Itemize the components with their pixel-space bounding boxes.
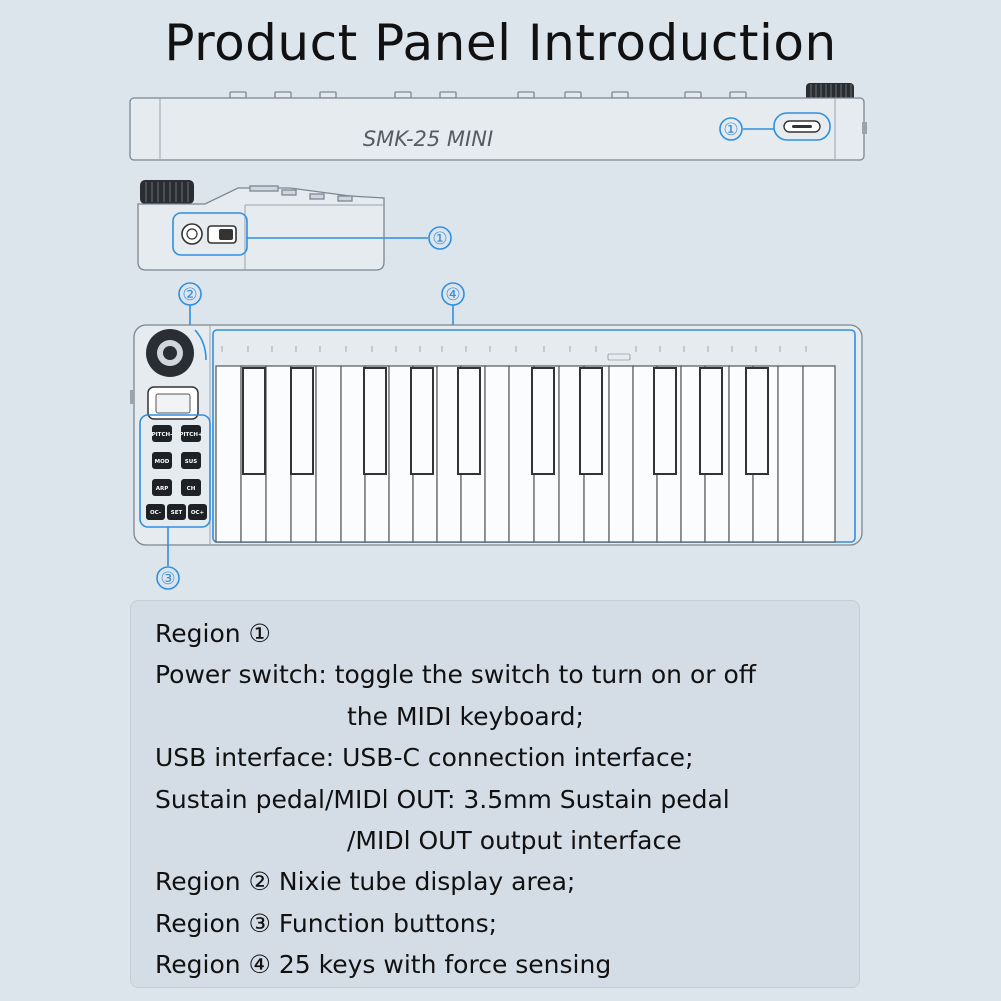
desc-region1-heading: Region ① xyxy=(155,619,271,648)
svg-text:MOD: MOD xyxy=(155,459,170,465)
black-key xyxy=(363,367,387,475)
octave-down-button xyxy=(146,504,165,520)
white-key xyxy=(802,365,836,543)
mod-button xyxy=(152,452,172,469)
set-button xyxy=(167,504,186,520)
desc-sustain-pedal-cont: /MIDl OUT output interface xyxy=(347,826,682,856)
desc-region4: Region ④ 25 keys with force sensing xyxy=(155,950,612,980)
chord-button xyxy=(181,479,201,496)
black-key xyxy=(457,367,481,475)
desc-power-switch-cont: the MIDI keyboard; xyxy=(347,701,584,731)
svg-text:OC-: OC- xyxy=(150,510,161,516)
black-key xyxy=(242,367,266,475)
product-diagram: SMK-25 MINI ① ① xyxy=(129,83,867,590)
pitch-down-button xyxy=(152,425,172,442)
white-key xyxy=(777,365,804,543)
desc-region2: Region ② Nixie tube display area; xyxy=(155,867,576,897)
black-key xyxy=(699,367,723,475)
svg-text:②: ② xyxy=(182,285,197,305)
white-key xyxy=(484,365,510,543)
callout-1-side xyxy=(428,226,452,250)
white-key xyxy=(265,365,292,543)
pitch-up-button xyxy=(181,425,201,442)
knob-side-view xyxy=(140,180,194,204)
white-key xyxy=(508,365,535,543)
sus-button xyxy=(181,452,201,469)
function-buttons: PITCH- PITCH+ MOD SUS ARP CH OC- SET OC+ xyxy=(146,425,207,520)
keyboard-body-side xyxy=(137,187,385,271)
black-key xyxy=(290,367,314,475)
svg-text:OC+: OC+ xyxy=(191,510,205,516)
callout-3 xyxy=(156,566,180,590)
top-edge-buttons xyxy=(229,91,747,99)
desc-sustain-pedal: Sustain pedal/MIDl OUT: 3.5mm Sustain pe… xyxy=(155,784,730,814)
arp-button xyxy=(152,479,172,496)
callout-1-top xyxy=(719,117,743,141)
white-key xyxy=(315,365,342,543)
desc-usb-interface: USB interface: USB-C connection interfac… xyxy=(155,743,694,773)
port-group-highlight xyxy=(172,212,248,256)
front-panel-view: ② ④ PITCH- PITCH+ MOD SUS ARP xyxy=(130,282,863,590)
white-key xyxy=(215,365,242,543)
svg-text:③: ③ xyxy=(160,569,175,589)
model-label: SMK-25 MINI xyxy=(363,127,493,151)
description-panel: Region ① Power switch: toggle the switch… xyxy=(130,600,860,988)
desc-power-switch: Power switch: toggle the switch to turn … xyxy=(155,660,757,690)
white-key xyxy=(388,365,414,543)
svg-text:PITCH-: PITCH- xyxy=(152,432,173,438)
key-function-marks xyxy=(221,346,807,352)
black-key xyxy=(653,367,677,475)
svg-text:①: ① xyxy=(432,229,447,249)
function-button-region-highlight xyxy=(139,414,211,528)
svg-text:④: ④ xyxy=(445,285,460,305)
svg-text:PITCH+: PITCH+ xyxy=(179,432,202,438)
svg-text:CH: CH xyxy=(187,486,196,492)
svg-text:SET: SET xyxy=(171,510,183,516)
top-side-view: SMK-25 MINI ① xyxy=(129,83,867,161)
page-title: Product Panel Introduction xyxy=(164,14,837,72)
black-key xyxy=(410,367,434,475)
svg-text:SUS: SUS xyxy=(185,459,197,465)
white-key xyxy=(608,365,634,543)
white-key xyxy=(340,365,366,543)
svg-text:①: ① xyxy=(723,120,738,140)
octave-up-button xyxy=(188,504,207,520)
black-key xyxy=(745,367,769,475)
knob-top-view xyxy=(806,83,854,101)
black-key xyxy=(579,367,603,475)
usb-c-port-highlight xyxy=(773,112,831,141)
black-keys xyxy=(242,367,769,475)
svg-text:ARP: ARP xyxy=(156,486,169,492)
black-key xyxy=(531,367,555,475)
side-view: ① xyxy=(137,180,452,271)
desc-region3: Region ③ Function buttons; xyxy=(155,908,498,938)
